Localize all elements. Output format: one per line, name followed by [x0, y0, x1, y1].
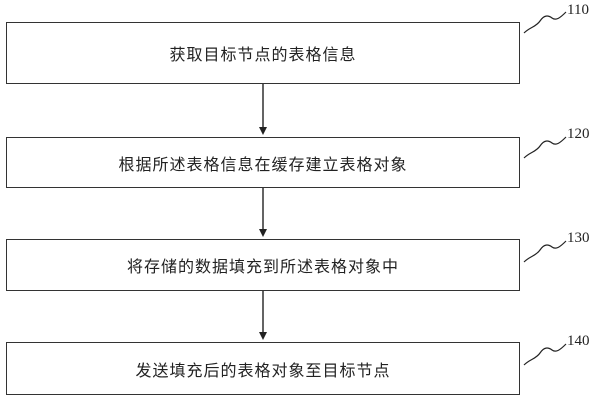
step-text-130: 将存储的数据填充到所述表格对象中	[126, 257, 399, 276]
step-box-120: 根据所述表格信息在缓存建立表格对象	[6, 137, 520, 188]
step-box-140: 发送填充后的表格对象至目标节点	[6, 342, 520, 395]
step-number-120: 120	[567, 126, 590, 142]
leader-squiggle-120	[523, 136, 567, 159]
step-text-140: 发送填充后的表格对象至目标节点	[135, 360, 391, 380]
step-number-110: 110	[567, 2, 589, 18]
step-number-140: 140	[567, 333, 590, 349]
leader-squiggle-110	[523, 11, 567, 34]
leader-squiggle-140	[523, 343, 567, 366]
step-number-130: 130	[567, 230, 590, 246]
step-box-110: 获取目标节点的表格信息	[6, 22, 520, 84]
step-text-120: 根据所述表格信息在缓存建立表格对象	[118, 154, 408, 174]
step-box-130: 将存储的数据填充到所述表格对象中	[6, 239, 520, 291]
step-text-110: 获取目标节点的表格信息	[169, 45, 357, 64]
leader-squiggle-130	[523, 240, 567, 263]
